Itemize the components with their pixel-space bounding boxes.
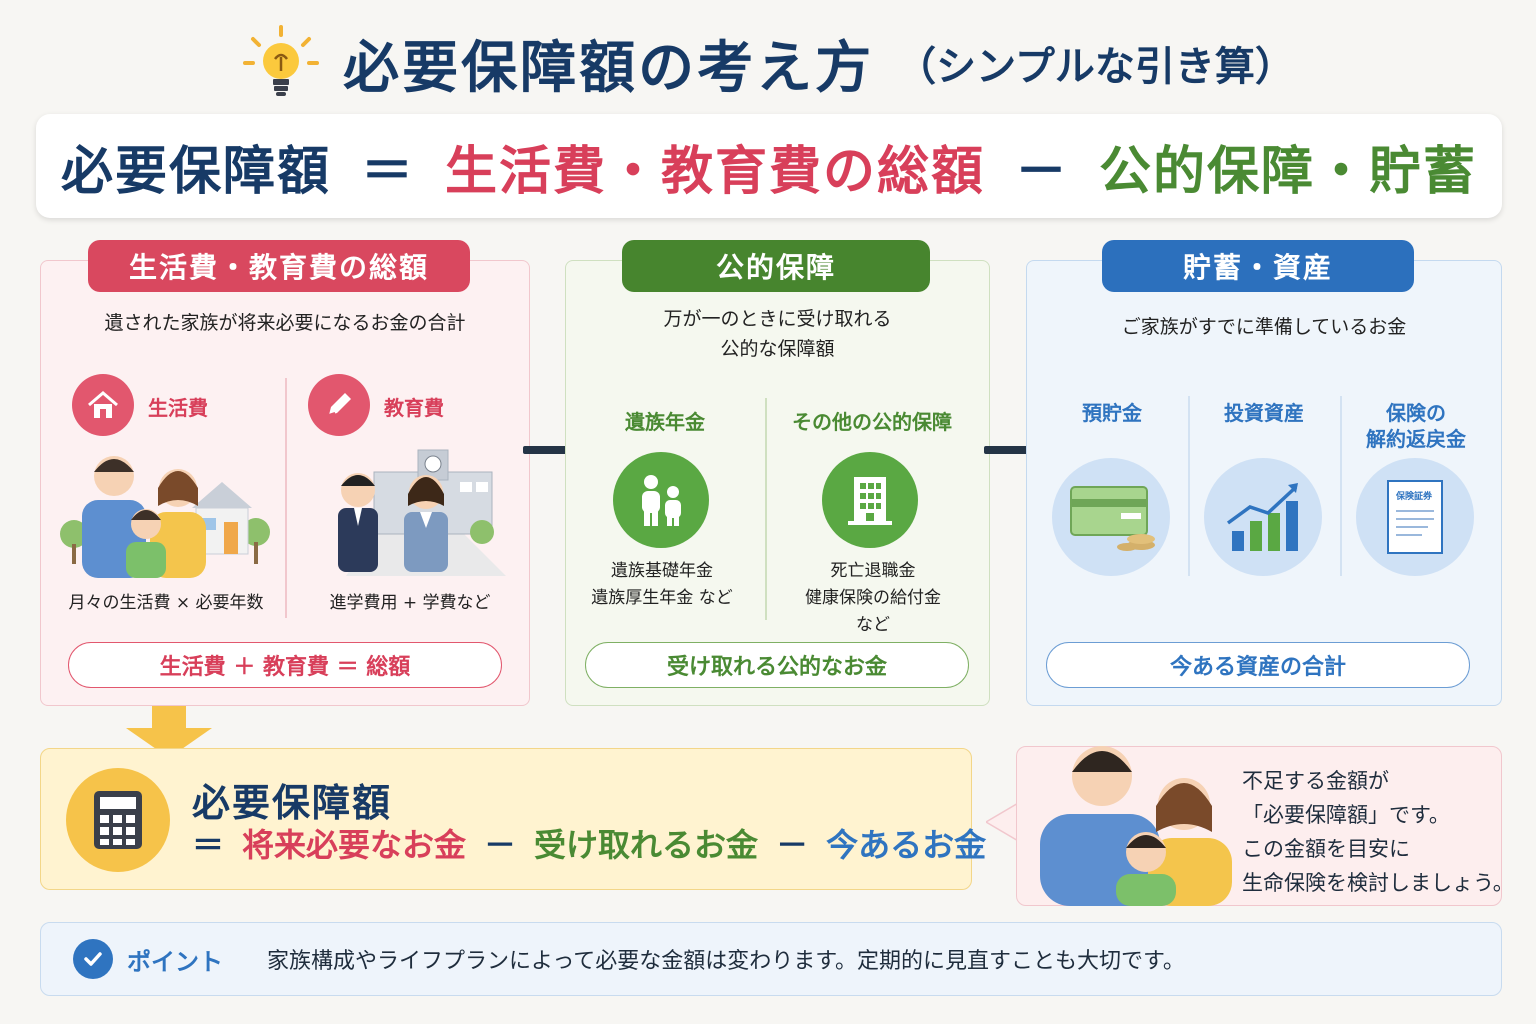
result-minus: － (484, 826, 517, 864)
title-row: 必要保障額の考え方 （シンプルな引き算） (0, 18, 1536, 108)
building-icon (822, 452, 918, 548)
divider (1188, 396, 1190, 576)
public-desc-line2: 公的な保障額 (720, 338, 835, 360)
certificate-text: 保険証券 (1395, 490, 1433, 502)
savings-header: 貯蓄・資産 (1102, 240, 1414, 292)
family-portrait-illustration (1040, 746, 1232, 906)
certificate-icon: 保険証券 (1356, 458, 1474, 576)
surrender-value-label: 保険の 解約返戻金 (1350, 400, 1482, 452)
formula-bar: 必要保障額 ＝ 生活費・教育費の総額 － 公的保障・貯蓄 (36, 114, 1502, 218)
survivor-pension-label: 遺族年金 (625, 410, 705, 434)
minus-sign (984, 446, 1030, 454)
living-education-description: 遺された家族が将来必要になるお金の合計 (104, 312, 466, 334)
check-icon (73, 939, 113, 979)
down-arrow-icon (126, 706, 212, 758)
savings-description: ご家族がすでに準備しているお金 (1121, 316, 1407, 338)
divider (1340, 396, 1342, 576)
result-box (40, 748, 972, 890)
result-equals: ＝ (192, 826, 225, 864)
point-label: ポイント (127, 947, 223, 976)
lightbulb-icon (243, 25, 320, 96)
speech-line: この金額を目安に (1242, 837, 1410, 861)
result-title: 必要保障額 (192, 781, 393, 825)
speech-line: 「必要保障額」です。 (1242, 803, 1450, 827)
house-icon (72, 374, 134, 436)
formula-middle: 生活費・教育費の総額 (444, 141, 985, 202)
point-text: 家族構成やライフプランによって必要な金額は変わります。定期的に見直すことも大切で… (267, 949, 1185, 974)
living-cost-label: 生活費 (148, 396, 208, 420)
speech-line: 生命保険を検討しましょう。 (1242, 871, 1514, 895)
formula-equals: ＝ (360, 141, 415, 202)
page-subtitle: （シンプルな引き算） (896, 44, 1295, 90)
label-line: 保険の (1386, 401, 1446, 425)
other-public-label: その他の公的保障 (792, 410, 952, 434)
minus-sign (523, 446, 569, 454)
growth-chart-icon (1204, 458, 1322, 576)
divider (765, 398, 767, 620)
living-cost-caption: 月々の生活費 × 必要年数 (68, 593, 264, 613)
formula-left: 必要保障額 (60, 141, 331, 202)
public-desc-line1: 万が一のときに受け取れる (663, 308, 892, 330)
bankbook-icon (1052, 458, 1170, 576)
result-minus: － (776, 826, 809, 864)
caption-line: 健康保険の給付金 (805, 588, 941, 608)
calculator-icon (66, 768, 170, 872)
speech-tail (986, 801, 1020, 843)
living-education-header: 生活費・教育費の総額 (88, 240, 470, 292)
family-icon (613, 452, 709, 548)
education-cost-label: 教育費 (384, 396, 444, 420)
result-part-current: 今あるお金 (826, 826, 987, 864)
public-guarantee-header: 公的保障 (622, 240, 930, 292)
pencil-icon (308, 374, 370, 436)
divider (285, 378, 287, 618)
caption-line: 遺族基礎年金 (611, 561, 713, 581)
students-illustration (338, 449, 506, 576)
other-public-caption: 死亡退職金 健康保険の給付金 など (775, 558, 971, 639)
label-line: 解約返戻金 (1366, 427, 1466, 451)
survivor-pension-caption: 遺族基礎年金 遺族厚生年金 など (572, 558, 752, 612)
formula-right: 公的保障・貯蓄 (1099, 141, 1478, 202)
result-part-received: 受け取れるお金 (534, 826, 759, 864)
education-cost-caption: 進学費用 + 学費など (329, 593, 491, 613)
page-title: 必要保障額の考え方 (343, 35, 875, 101)
savings-footer: 今ある資産の合計 (1046, 642, 1470, 688)
speech-line: 不足する金額が (1242, 769, 1389, 793)
public-guarantee-description: 万が一のときに受け取れる 公的な保障額 (565, 304, 990, 364)
public-guarantee-footer: 受け取れる公的なお金 (585, 642, 969, 688)
speech-text: 不足する金額が 「必要保障額」です。 この金額を目安に 生命保険を検討しましょう… (1242, 764, 1514, 900)
caption-line: など (856, 615, 890, 635)
point-box: ポイント 家族構成やライフプランによって必要な金額は変わります。定期的に見直すこ… (40, 922, 1502, 996)
formula-minus: － (1015, 141, 1070, 202)
investment-label: 投資資産 (1224, 401, 1304, 425)
result-part-future: 将来必要なお金 (242, 826, 467, 864)
result-formula: ＝ 将来必要なお金 － 受け取れるお金 － 今あるお金 (192, 820, 986, 866)
caption-line: 死亡退職金 (830, 561, 916, 581)
deposit-label: 預貯金 (1082, 401, 1142, 425)
caption-line: 遺族厚生年金 など (591, 588, 733, 608)
family-illustration (60, 456, 270, 578)
living-education-footer: 生活費 ＋ 教育費 ＝ 総額 (68, 642, 502, 688)
